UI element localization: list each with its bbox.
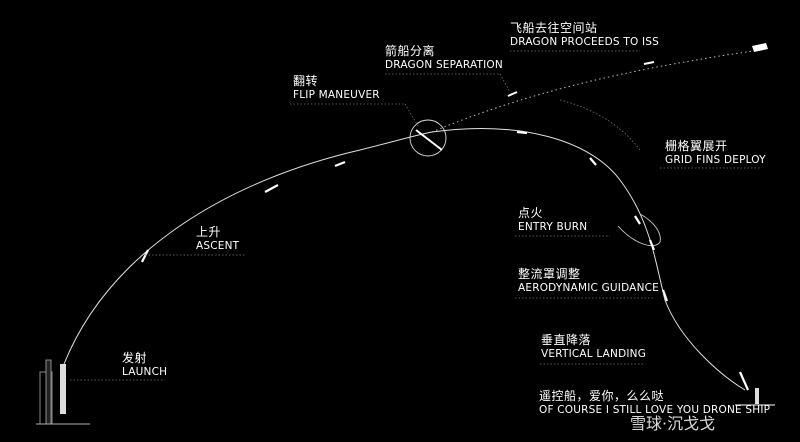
label-separation: 箭船分离 DRAGON SEPARATION bbox=[385, 44, 503, 71]
label-gridfins-zh: 栅格翼展开 bbox=[665, 139, 728, 153]
ascent-trajectory bbox=[63, 131, 433, 365]
separation-circle bbox=[409, 119, 447, 157]
dragon-capsule-icon bbox=[507, 43, 768, 97]
watermark: 雪球·沉戈戈 bbox=[630, 414, 716, 433]
label-aero-zh: 整流罩调整 bbox=[518, 267, 581, 281]
label-landing: 垂直降落 VERTICAL LANDING bbox=[541, 333, 647, 360]
label-iss: 飞船去往空间站 DRAGON PROCEEDS TO ISS bbox=[510, 21, 659, 48]
label-aero-en: AERODYNAMIC GUIDANCE bbox=[518, 281, 659, 294]
label-landing-zh: 垂直降落 bbox=[541, 333, 592, 347]
label-ascent-en: ASCENT bbox=[196, 239, 240, 252]
label-ascent: 上升 ASCENT bbox=[196, 225, 240, 252]
label-launch-zh: 发射 bbox=[122, 351, 148, 365]
label-drone: 遥控船，爱你，么么哒 OF COURSE I STILL LOVE YOU DR… bbox=[539, 389, 771, 416]
label-flip-en: FLIP MANEUVER bbox=[293, 88, 380, 101]
label-launch: 发射 LAUNCH bbox=[122, 351, 168, 378]
label-entry: 点火 ENTRY BURN bbox=[518, 206, 588, 233]
label-flip: 翻转 FLIP MANEUVER bbox=[293, 74, 380, 101]
label-iss-zh: 飞船去往空间站 bbox=[510, 21, 598, 35]
label-separation-zh: 箭船分离 bbox=[385, 44, 436, 58]
entry-burn-loop bbox=[617, 213, 661, 246]
label-entry-zh: 点火 bbox=[518, 206, 544, 220]
launch-tower-icon bbox=[36, 359, 90, 425]
drone-ship-icon bbox=[735, 371, 775, 406]
label-gridfins: 栅格翼展开 GRID FINS DEPLOY bbox=[665, 139, 766, 166]
label-launch-en: LAUNCH bbox=[122, 365, 168, 378]
booster-return-trajectory bbox=[431, 128, 746, 391]
label-ascent-zh: 上升 bbox=[196, 225, 222, 239]
leader-lines bbox=[70, 50, 760, 381]
label-aero: 整流罩调整 AERODYNAMIC GUIDANCE bbox=[518, 267, 659, 294]
label-drone-en: OF COURSE I STILL LOVE YOU DRONE SHIP bbox=[539, 403, 771, 416]
label-landing-en: VERTICAL LANDING bbox=[541, 347, 647, 360]
label-flip-zh: 翻转 bbox=[293, 74, 319, 88]
label-entry-en: ENTRY BURN bbox=[518, 220, 588, 233]
label-drone-zh: 遥控船，爱你，么么哒 bbox=[539, 389, 665, 403]
rocket-icon bbox=[141, 130, 669, 302]
coast-arc bbox=[559, 99, 641, 151]
label-iss-en: DRAGON PROCEEDS TO ISS bbox=[510, 35, 659, 48]
label-gridfins-en: GRID FINS DEPLOY bbox=[665, 153, 766, 166]
label-separation-en: DRAGON SEPARATION bbox=[385, 58, 503, 71]
